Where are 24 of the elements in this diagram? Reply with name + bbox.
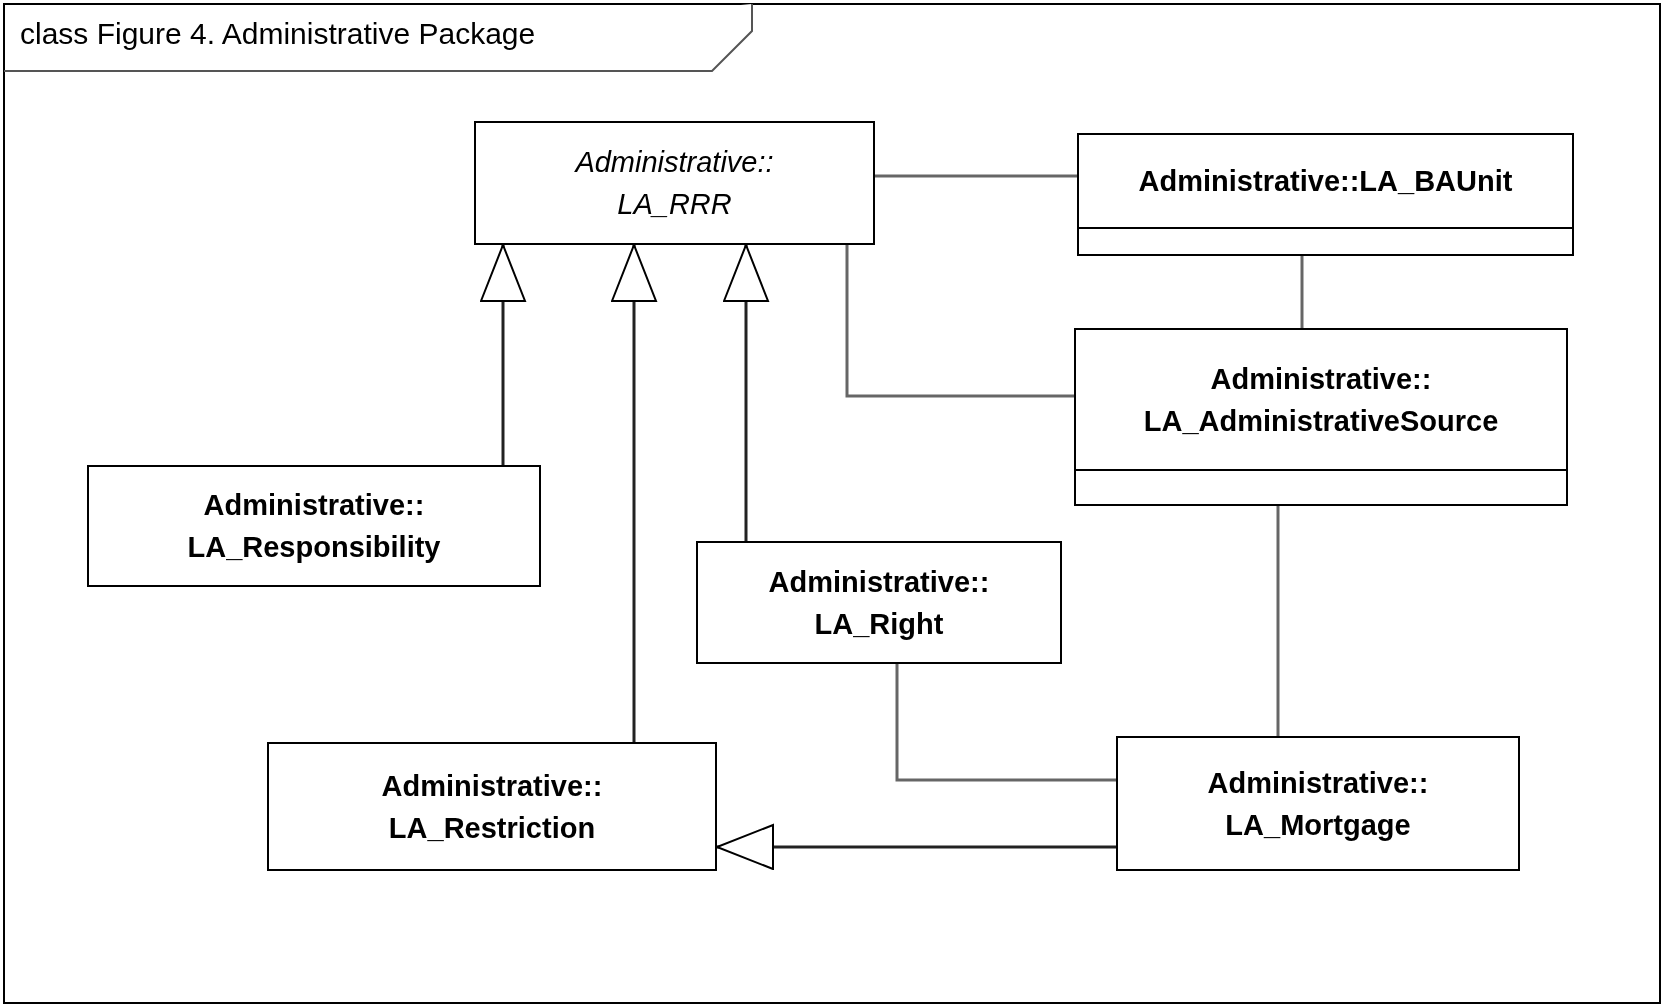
class-box	[1077, 133, 1574, 256]
association-line	[1276, 506, 1280, 736]
generalization-arrow	[611, 244, 657, 742]
generalization-arrow	[723, 244, 769, 541]
class-name: Administrative:: LA_Right	[767, 564, 991, 642]
class-name: Administrative:: LA_AdministrativeSource	[1142, 361, 1500, 439]
class-name: Administrative::LA_BAUnit	[1137, 164, 1514, 199]
class-box	[474, 121, 875, 245]
class-box	[1074, 328, 1568, 506]
class-box	[696, 541, 1062, 664]
class-box	[87, 465, 541, 587]
class-name: Administrative:: LA_Mortgage	[1206, 765, 1430, 843]
class-name: Administrative:: LA_Restriction	[380, 768, 604, 846]
generalization-arrow	[716, 824, 1116, 870]
class-box	[1116, 736, 1520, 871]
class-name: Administrative:: LA_Responsibility	[186, 488, 442, 565]
association-line	[895, 664, 1116, 782]
association-line	[845, 245, 1074, 398]
association-line	[875, 174, 1077, 178]
class-box	[267, 742, 717, 871]
association-line	[1300, 256, 1304, 328]
frame-title: class Figure 4. Administrative Package	[20, 16, 536, 52]
generalization-arrow	[480, 244, 526, 465]
class-name: Administrative:: LA_RRR	[573, 145, 775, 222]
